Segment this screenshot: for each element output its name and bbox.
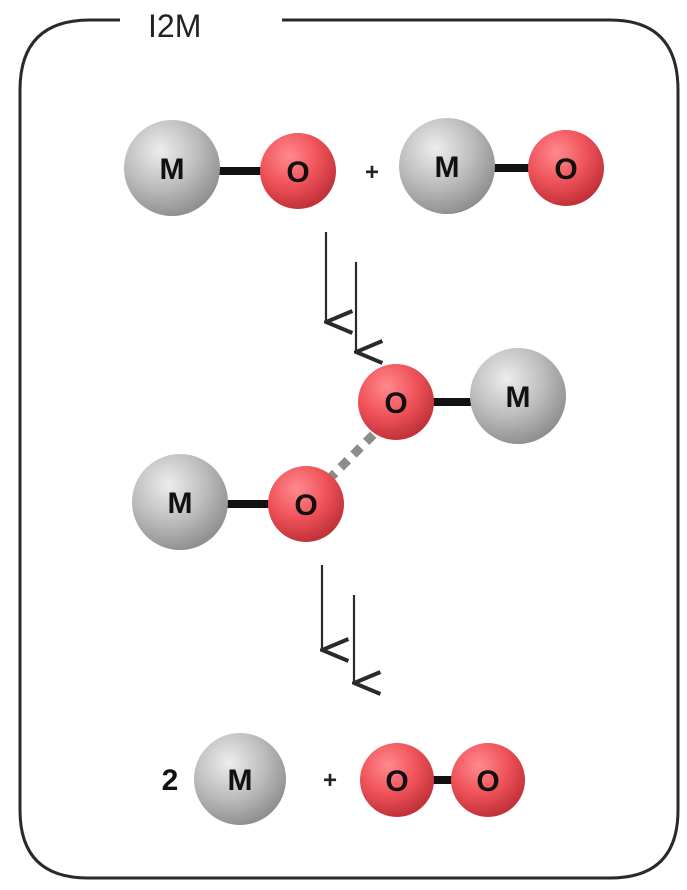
oxygen-atom-label: O (286, 156, 309, 189)
oxygen-atom (268, 466, 344, 542)
plus-sign-2: + (323, 767, 337, 794)
plus-sign-1: + (365, 159, 379, 186)
diagram-title: I2M (148, 8, 201, 44)
intermediate-om-upper: O M (358, 348, 566, 444)
metal-atom (399, 118, 495, 214)
o-o-interaction-dashed (324, 420, 388, 484)
metal-atom-label: M (506, 381, 531, 414)
oxygen-atom-label: O (384, 387, 407, 420)
oxygen-atom (451, 743, 525, 817)
metal-atom-label: M (160, 153, 185, 186)
oxygen-atom-label: O (554, 153, 577, 186)
reactant-mo-1: M O (124, 120, 336, 216)
oxygen-atom (260, 133, 336, 209)
product-coefficient: 2 (162, 764, 179, 797)
reactant-mo-2: M O (399, 118, 604, 214)
intermediate-mo-lower: M O (132, 454, 344, 550)
metal-atom (194, 733, 286, 825)
product-dioxygen: O O (360, 743, 525, 817)
metal-atom-label: M (168, 487, 193, 520)
oxygen-atom-label: O (385, 765, 408, 798)
metal-atom (132, 454, 228, 550)
oxygen-atom-label: O (294, 489, 317, 522)
metal-atom-label: M (228, 764, 253, 797)
oxygen-atom (360, 743, 434, 817)
frame-border (18, 18, 680, 880)
oxygen-atom-label: O (476, 765, 499, 798)
metal-atom-label: M (435, 151, 460, 184)
metal-atom (124, 120, 220, 216)
metal-atom (470, 348, 566, 444)
product-metal: M (194, 733, 286, 825)
oxygen-atom (358, 364, 434, 440)
oxygen-atom (528, 130, 604, 206)
